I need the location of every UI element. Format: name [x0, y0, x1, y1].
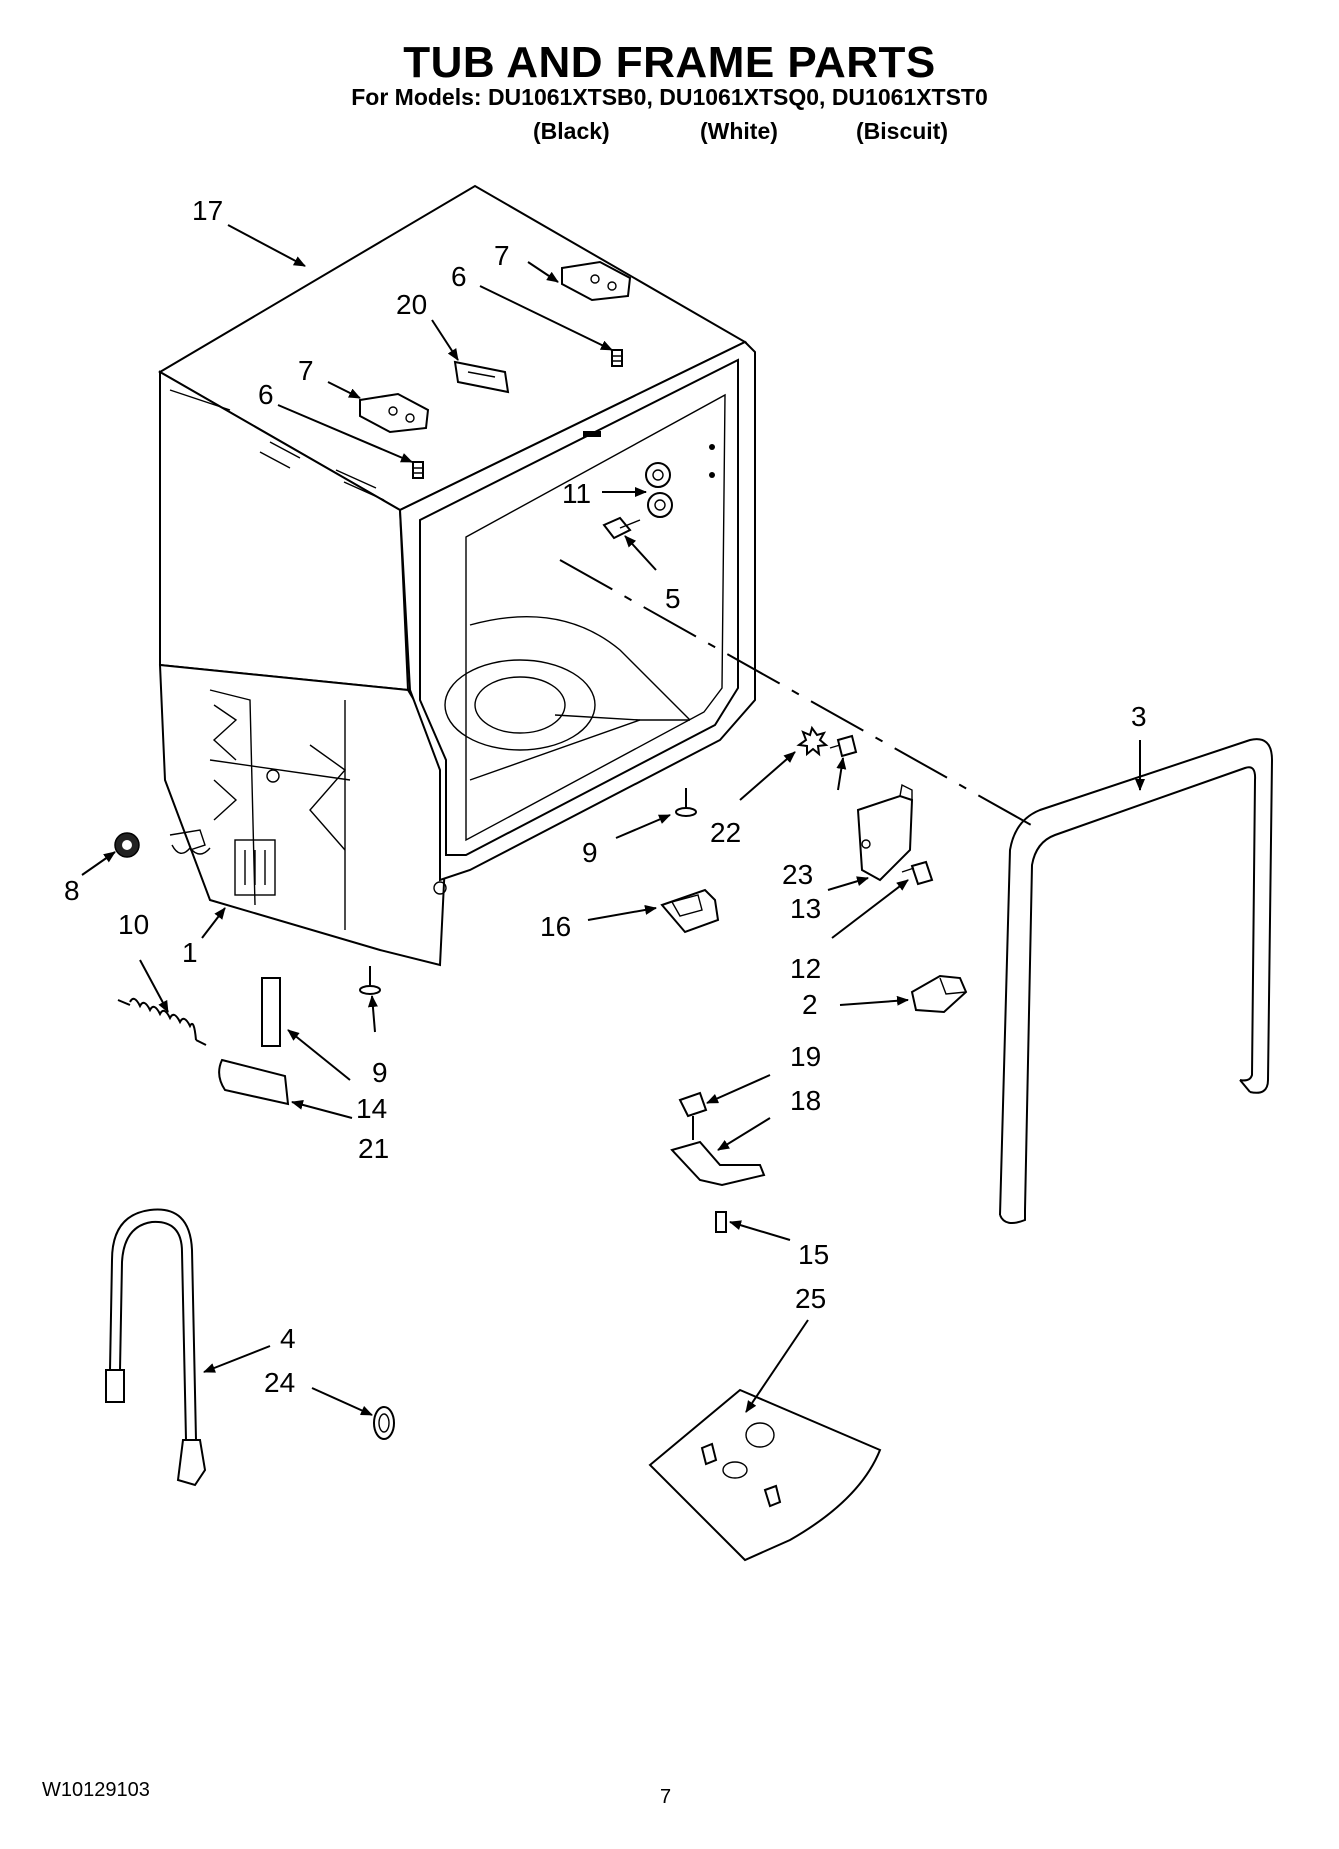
mounting-screw: [602, 516, 641, 540]
star-washer: [796, 725, 829, 757]
fill-tube: [105, 1208, 207, 1487]
leveling-leg-lower: [359, 966, 381, 995]
door-gasket: [999, 738, 1274, 1225]
model-numbers: For Models: DU1061XTSB0, DU1061XTSQ0, DU…: [351, 84, 988, 110]
parts-bag: [648, 1388, 882, 1562]
callout-22: 22: [710, 817, 741, 848]
callout-6: 6: [258, 379, 274, 410]
callout-labels: 17 7 6 20 7 6 11 5 3 22 23 9 13 16 12 8 …: [64, 195, 1147, 1398]
callout-24: 24: [264, 1367, 295, 1398]
callout-23: 23: [782, 859, 813, 890]
door-bumpers: [645, 462, 673, 518]
callout-9: 9: [582, 837, 598, 868]
callout-17: 17: [192, 195, 223, 226]
insulation-strip: [261, 977, 281, 1047]
callout-15: 15: [798, 1239, 829, 1270]
callout-25: 25: [795, 1283, 826, 1314]
hinge-bracket-lower: [359, 392, 430, 434]
screw-lower: [412, 461, 424, 479]
screw-upper: [611, 349, 623, 367]
callout-8: 8: [64, 875, 80, 906]
page-title: TUB AND FRAME PARTS: [403, 38, 936, 87]
callout-14: 14: [356, 1093, 387, 1124]
color-biscuit: (Biscuit): [856, 118, 948, 144]
callout-9: 9: [372, 1057, 388, 1088]
callout-18: 18: [790, 1085, 821, 1116]
callout-12: 12: [790, 953, 821, 984]
hose-clamp: [373, 1406, 395, 1440]
callout-3: 3: [1131, 701, 1147, 732]
document-number: W10129103: [42, 1779, 150, 1801]
color-black: (Black): [533, 118, 610, 144]
callout-2: 2: [802, 989, 818, 1020]
leader-arrows: [81, 224, 1145, 1416]
hinge-bracket-upper: [561, 260, 632, 302]
page-number: 7: [660, 1786, 672, 1808]
callout-6: 6: [451, 261, 467, 292]
bracket-screw: [901, 860, 934, 886]
vent-clip: [453, 360, 510, 394]
color-white: (White): [700, 118, 778, 144]
callout-7: 7: [494, 240, 510, 271]
callout-10: 10: [118, 909, 149, 940]
foam-pad: [218, 1058, 290, 1106]
callout-4: 4: [280, 1323, 296, 1354]
callout-16: 16: [540, 911, 571, 942]
callout-7: 7: [298, 355, 314, 386]
bracket: [856, 783, 914, 882]
callout-11: 11: [562, 478, 591, 509]
centerline: [559, 559, 1041, 831]
callout-13: 13: [790, 893, 821, 924]
callout-19: 19: [790, 1041, 821, 1072]
door-latch: [910, 974, 968, 1014]
callout-21: 21: [358, 1133, 389, 1164]
tub-assembly-drawing: [158, 184, 756, 967]
drain-plug: [114, 832, 140, 858]
callout-5: 5: [665, 583, 681, 614]
switch-assembly: [670, 1091, 766, 1233]
door-spring: [117, 997, 207, 1046]
callout-1: 1: [182, 937, 198, 968]
leveling-leg-upper: [675, 788, 697, 817]
spring-clip: [660, 888, 720, 934]
callout-20: 20: [396, 289, 427, 320]
ground-screw: [829, 734, 858, 758]
